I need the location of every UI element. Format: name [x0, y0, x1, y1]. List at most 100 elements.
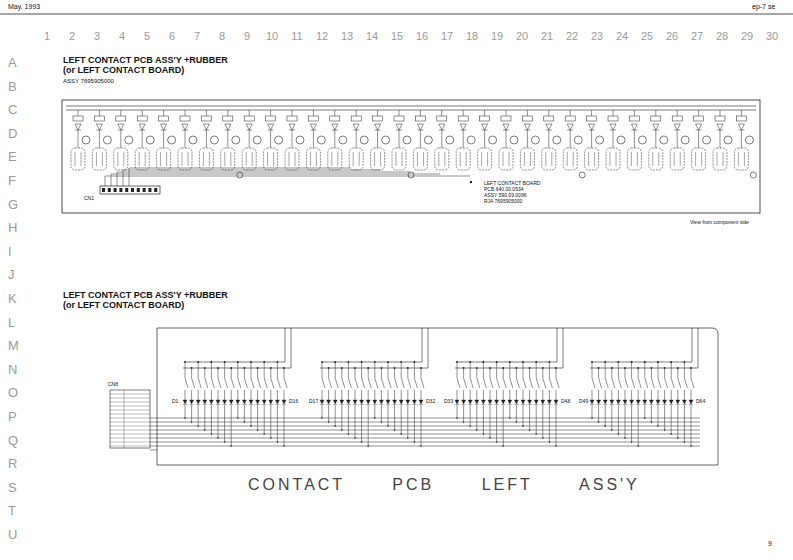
switch-symbol [490, 378, 493, 388]
wire [677, 405, 678, 438]
mount-hole [574, 136, 582, 144]
switch-symbol [612, 378, 615, 388]
contact-finger [423, 152, 424, 166]
switch-symbol [543, 378, 546, 388]
wire [529, 368, 530, 378]
diode-symbol [653, 124, 659, 130]
mount-hole [703, 136, 711, 144]
wire [671, 362, 672, 378]
trace [356, 110, 357, 116]
diode-symbol [375, 124, 381, 130]
contact-finger [444, 152, 445, 166]
pad [287, 116, 297, 121]
switch-symbol [645, 378, 648, 388]
grid-reference: H [8, 221, 17, 236]
pad [651, 116, 661, 121]
pad [437, 116, 447, 121]
grid-reference: F [8, 174, 16, 189]
wire [264, 362, 265, 378]
switch-symbol [671, 378, 674, 388]
switch-symbol [368, 378, 371, 388]
switch-symbol [530, 378, 533, 388]
wire [355, 405, 356, 438]
wire [618, 390, 619, 400]
trace [66, 110, 756, 111]
row-bus [150, 438, 700, 439]
diode-symbol [96, 124, 102, 130]
switch-symbol [503, 378, 506, 388]
label: D33 [444, 399, 453, 405]
trace [399, 130, 400, 148]
switch-symbol [470, 378, 473, 388]
column-line [557, 328, 558, 362]
wire [618, 405, 619, 434]
row-bus [150, 446, 700, 447]
grid-reference: 10 [266, 30, 278, 43]
switch-symbol [592, 378, 595, 388]
wire [691, 368, 692, 378]
grid-reference: 15 [391, 30, 403, 43]
switch-symbol [483, 378, 486, 388]
wire [529, 390, 530, 400]
grid-reference: T [8, 504, 16, 519]
grid-reference: 2 [69, 30, 75, 43]
switch-symbol [342, 378, 345, 388]
connector-pin [114, 188, 117, 192]
trace [399, 110, 400, 116]
trace [270, 130, 271, 148]
wire [684, 390, 685, 400]
bus-line [185, 362, 285, 363]
diode-symbol [196, 400, 200, 405]
contact-finger [188, 152, 189, 166]
wire [374, 362, 375, 378]
grid-reference: 23 [591, 30, 603, 43]
column-line [698, 328, 699, 368]
pad [458, 116, 468, 121]
diode-symbol [216, 400, 220, 405]
wire [328, 405, 329, 422]
wire [211, 390, 212, 400]
diode-symbol [262, 400, 266, 405]
wire [322, 405, 323, 418]
wire [270, 390, 271, 400]
wire [598, 368, 599, 378]
mount-hole [275, 136, 283, 144]
column-line [563, 328, 564, 368]
wire [231, 405, 232, 446]
grid-reference: D [8, 127, 17, 142]
wire [549, 390, 550, 400]
contact-pad [221, 148, 235, 170]
diode-symbol [603, 400, 607, 405]
wire [185, 405, 186, 418]
label: RJA 7695905000 [484, 199, 522, 205]
diode-symbol [379, 400, 383, 405]
contact-finger [337, 152, 338, 166]
switch-symbol [192, 378, 195, 388]
grid-reference: P [8, 410, 17, 425]
grid-reference: C [8, 103, 17, 118]
contact-finger [616, 152, 617, 166]
connector-cn1 [100, 186, 160, 194]
switch-symbol [198, 378, 201, 388]
wire [631, 362, 632, 378]
mount-hole [146, 136, 154, 144]
wire [470, 390, 471, 400]
trace [463, 130, 464, 148]
pad [672, 116, 682, 121]
contact-finger [509, 152, 510, 166]
contact-finger [438, 152, 439, 166]
wire [388, 362, 389, 378]
mount-hole [253, 136, 261, 144]
contact-pad [670, 148, 684, 170]
wire [407, 390, 408, 400]
wire [361, 390, 362, 400]
switch-symbol [625, 378, 628, 388]
contact-finger [353, 152, 354, 166]
diode-symbol [501, 400, 505, 405]
via [579, 172, 585, 178]
contact-finger [295, 152, 296, 166]
bus-line [320, 368, 428, 369]
contact-finger [701, 152, 702, 166]
mount-hole [210, 136, 218, 144]
pad [587, 116, 597, 121]
